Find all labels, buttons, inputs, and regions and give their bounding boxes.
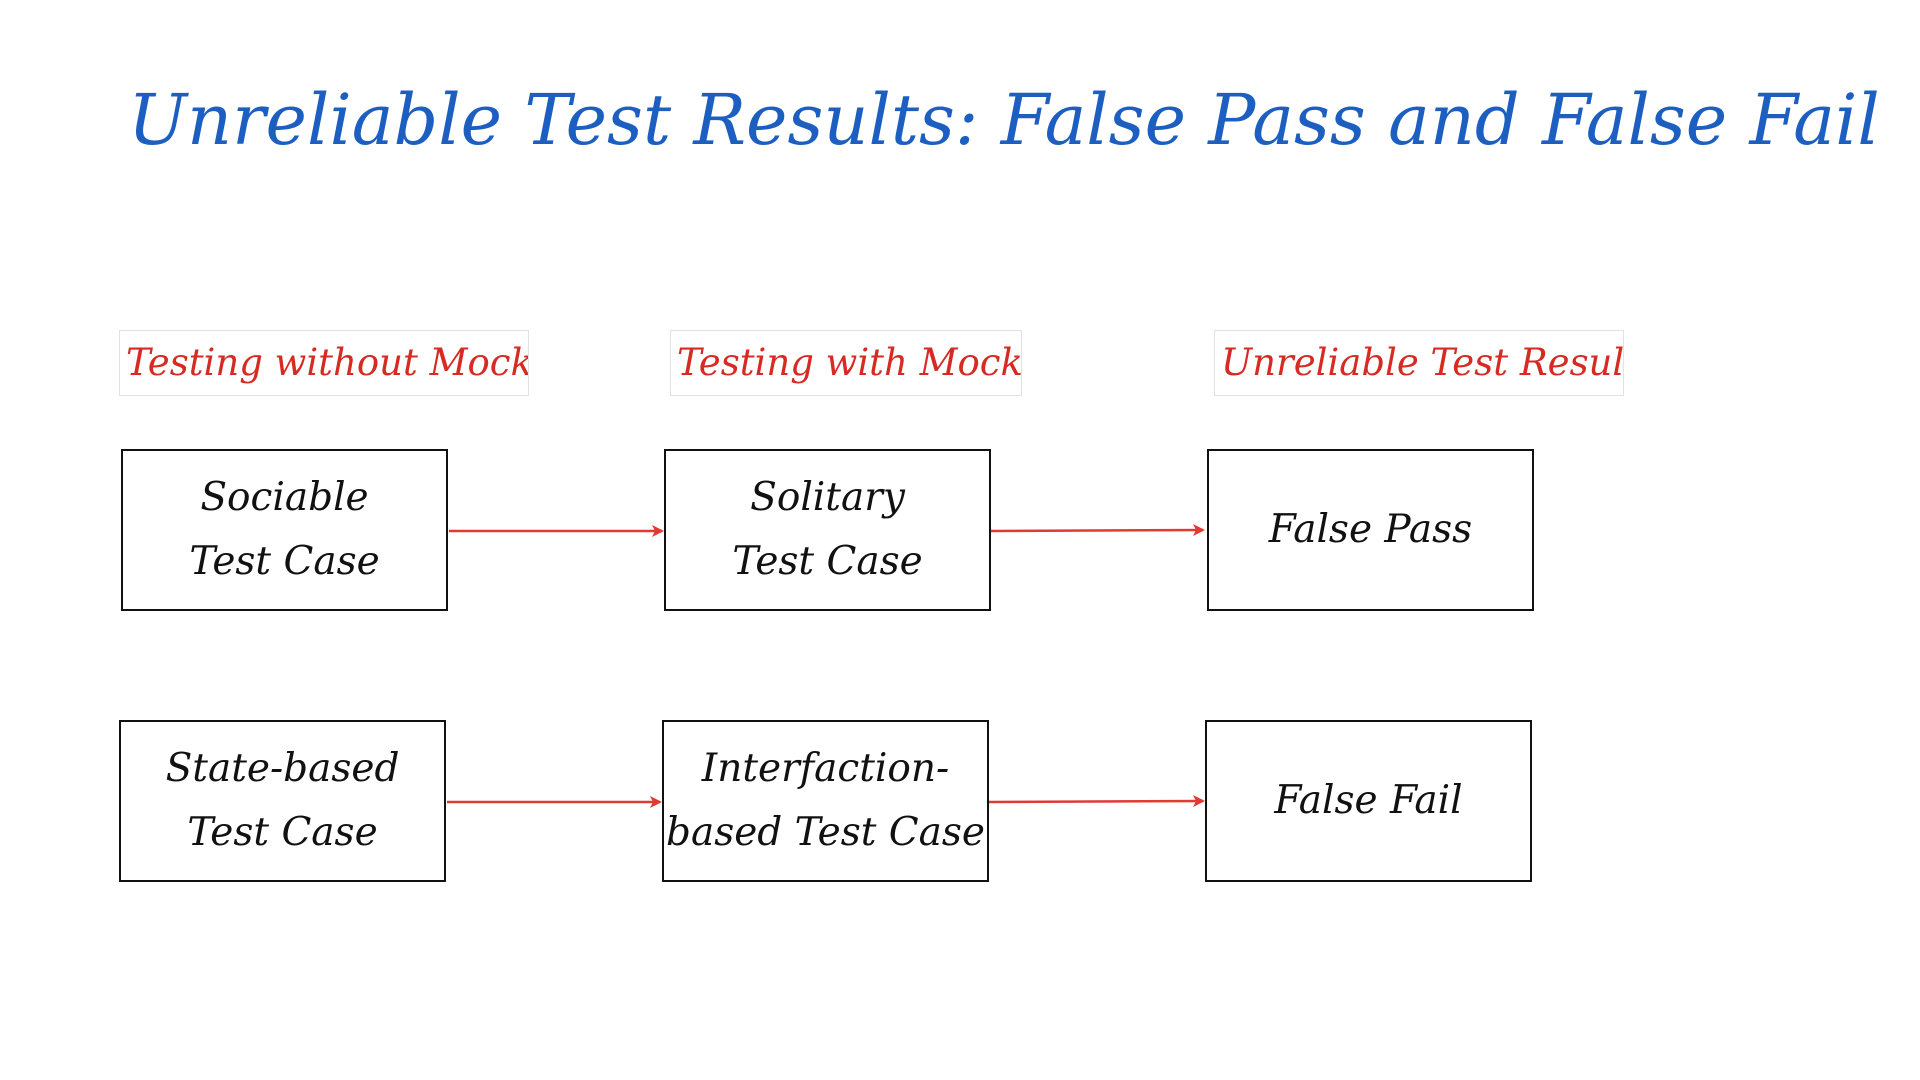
box-label-line: Interfaction- (701, 746, 950, 791)
box-label-line: Solitary (750, 475, 905, 520)
box-label-line: Test Case (187, 810, 378, 855)
box-label-line: based Test Case (665, 810, 985, 855)
box-label-line: Test Case (189, 539, 380, 584)
arrow-interaction-to-false-fail (988, 795, 1205, 808)
column-label-results: Unreliable Test Results (1214, 330, 1624, 396)
column-label-with-mocks: Testing with Mocks (670, 330, 1022, 396)
box-solitary-test-case: Solitary Test Case (664, 449, 991, 611)
box-label-line: Test Case (732, 539, 923, 584)
arrow-solitary-to-false-pass (990, 524, 1205, 537)
box-label-line: False Fail (1274, 778, 1463, 823)
box-sociable-test-case: Sociable Test Case (121, 449, 448, 611)
box-interfaction-based-test-case: Interfaction- based Test Case (662, 720, 989, 882)
box-false-fail: False Fail (1205, 720, 1532, 882)
box-label-line: State-based (165, 746, 400, 791)
box-state-based-test-case: State-based Test Case (119, 720, 446, 882)
diagram-title: Unreliable Test Results: False Pass and … (128, 79, 1880, 161)
box-label-line: False Pass (1268, 507, 1473, 552)
box-false-pass: False Pass (1207, 449, 1534, 611)
box-label-line: Sociable (200, 475, 369, 520)
column-label-without-mocks: Testing without Mocks (119, 330, 529, 396)
